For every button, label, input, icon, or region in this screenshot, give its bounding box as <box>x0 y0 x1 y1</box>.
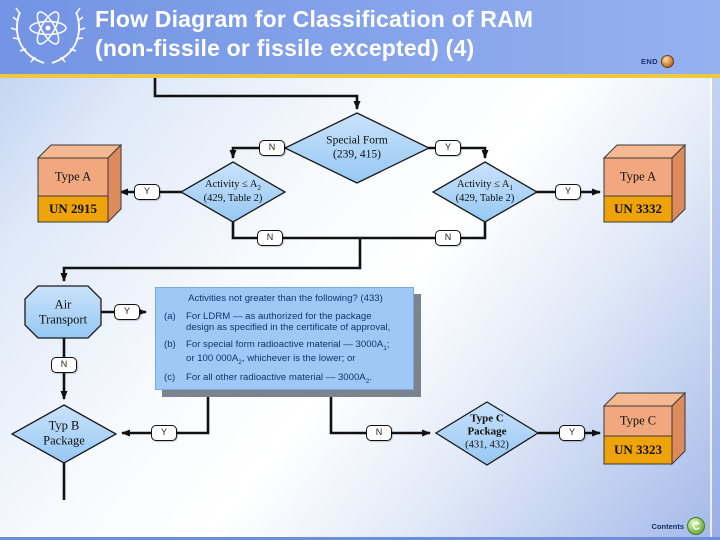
un3323-un-label: UN 3323 <box>613 442 663 457</box>
yes-badge-activity-a2: Y <box>134 184 160 200</box>
air-transport-label: Air Transport <box>38 297 88 326</box>
yes-badge-type-c: Y <box>559 425 585 441</box>
type-c-package-label: Type C Package (431, 432) <box>465 412 509 451</box>
no-badge-activity-a2: N <box>257 230 283 246</box>
special-form-label: Special Form (239, 415) <box>326 134 388 160</box>
type-a-un2915-box <box>36 143 123 224</box>
question-item-a: (a)For LDRM — as authorized for the pack… <box>164 310 391 334</box>
header-divider <box>0 74 720 78</box>
type-c-un3323-box <box>602 391 687 466</box>
type-a-un3332-box <box>602 143 687 224</box>
typ-b-package-label: Typ B Package <box>43 418 85 447</box>
connector-entry <box>153 78 361 110</box>
no-badge-air-transport: N <box>51 357 77 373</box>
iaea-logo-icon <box>10 7 86 64</box>
type-c-package-diamond <box>434 401 540 466</box>
connector-question-yes <box>121 391 210 437</box>
activity-a2-label: Activity ≤ A2 (429, Table 2) <box>203 179 263 204</box>
un3332-un-label: UN 3332 <box>613 201 663 216</box>
connector-question-no <box>329 391 431 437</box>
yes-badge-activity-a1: Y <box>555 184 581 200</box>
activity-a1-diamond <box>431 161 539 223</box>
slide-edge-highlight <box>710 78 712 537</box>
activity-a1-label: Activity ≤ A1 (429, Table 2) <box>455 179 515 204</box>
slide-title-line1: Flow Diagram for Classification of RAM <box>95 6 534 32</box>
slide-title-line2: (non-fissile or fissile excepted) (4) <box>95 35 475 61</box>
question-item-b: (b)For special form radioactive material… <box>164 339 390 366</box>
un3323-type-label: Type C <box>619 413 657 428</box>
connector-a1-no <box>360 222 487 240</box>
question-title: Activities not greater than the followin… <box>188 293 383 304</box>
yes-badge-special-form: Y <box>435 140 461 156</box>
slide-title: Flow Diagram for Classification of RAM (… <box>95 5 533 63</box>
special-form-diamond <box>283 112 431 184</box>
question-item-c: (c)For all other radioactive material — … <box>164 371 372 385</box>
slide-edge-band <box>712 78 720 537</box>
slide-header: Flow Diagram for Classification of RAM (… <box>0 0 720 74</box>
connector-a2-no <box>231 222 360 240</box>
un2915-type-label: Type A <box>54 169 92 184</box>
air-transport-octagon <box>24 285 102 339</box>
contents-button[interactable]: Contents <box>651 517 705 535</box>
end-label: END <box>640 57 658 66</box>
no-badge-special-form: N <box>259 140 285 156</box>
yes-badge-question: Y <box>151 425 177 441</box>
contents-label: Contents <box>651 521 685 531</box>
end-icon[interactable] <box>661 55 674 68</box>
activities-question-block: Activities not greater than the followin… <box>155 287 414 390</box>
end-button[interactable]: END <box>641 55 674 68</box>
connector-merge-to-air <box>60 238 362 282</box>
slide-bottom-rule <box>0 537 720 540</box>
no-badge-question: N <box>366 425 392 441</box>
contents-return-icon[interactable] <box>687 517 705 535</box>
yes-badge-air-transport: Y <box>114 304 140 320</box>
typ-b-package-diamond <box>10 404 118 464</box>
activity-a2-diamond <box>179 161 287 223</box>
un2915-un-label: UN 2915 <box>48 201 98 216</box>
un3332-type-label: Type A <box>619 169 657 184</box>
no-badge-activity-a1: N <box>435 230 461 246</box>
